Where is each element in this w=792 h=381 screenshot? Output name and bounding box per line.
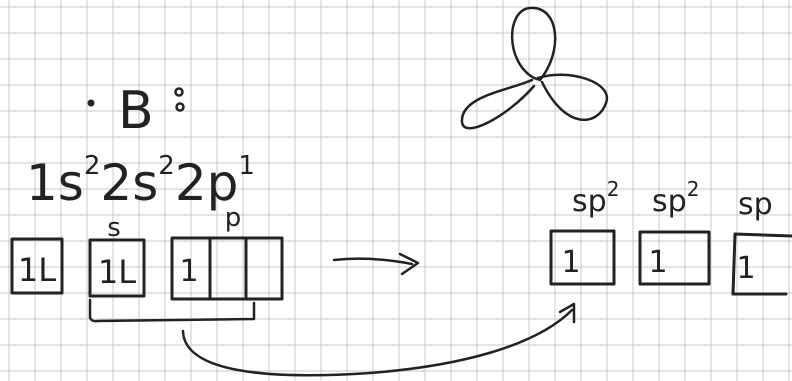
config-exponent-1s: 2 — [84, 151, 101, 181]
electron-configuration: 1s22s22p1 — [26, 151, 255, 212]
transform-arrow — [332, 252, 420, 276]
hybrid-orbital-2-superscript: 2 — [687, 177, 700, 201]
element-symbol: B — [118, 81, 154, 141]
trigonal-planar-lobes-icon — [460, 6, 609, 130]
svg-text:1s22s22p1: 1s22s22p1 — [26, 151, 255, 212]
hybrid-orbital-1-label: sp — [572, 184, 607, 219]
config-term-2p: 2p — [175, 154, 239, 212]
hybrid-orbital-3: sp 1 — [731, 187, 792, 296]
config-term-2s: 2s — [100, 154, 158, 212]
lewis-dot — [175, 102, 185, 112]
orbital-box-2s-electrons: 1L — [98, 253, 136, 291]
hybrid-orbital-1-electron: 1 — [561, 245, 580, 280]
orbital-box-2p-label: p — [225, 203, 242, 233]
orbital-box-2p: 1 — [170, 236, 284, 301]
config-term-1s: 1s — [26, 154, 84, 212]
hybrid-orbital-3-electron: 1 — [736, 251, 755, 286]
orbital-box-2p-cell-1: 1 — [179, 254, 198, 289]
hybrid-orbital-2: sp2 1 — [638, 177, 711, 286]
hybridization-curved-arrow — [181, 302, 576, 377]
orbital-box-1s-electrons: 1L — [18, 251, 56, 289]
orbital-box-1s: 1L — [10, 237, 64, 295]
orbital-box-2s-label: s — [107, 213, 121, 243]
config-exponent-2s: 2 — [158, 151, 175, 181]
orbital-box-2s: 1L — [88, 238, 146, 298]
lewis-dot — [174, 87, 184, 97]
config-exponent-2p: 1 — [238, 151, 255, 181]
hybrid-orbital-3-box — [731, 232, 792, 296]
svg-text:sp2: sp2 — [652, 177, 699, 219]
lewis-dot — [87, 99, 95, 107]
lewis-structure: B — [87, 81, 185, 141]
hybrid-orbital-1: sp2 1 — [549, 177, 619, 286]
hybrid-orbital-2-label: sp — [652, 184, 687, 219]
hybrid-orbital-boxes: sp2 1 sp2 1 sp 1 — [549, 177, 792, 296]
svg-text:sp2: sp2 — [572, 177, 619, 219]
svg-text:sp: sp — [738, 187, 773, 222]
hybrid-orbital-2-electron: 1 — [648, 245, 667, 280]
ground-state-orbital-boxes: 1L s 1L p 1 — [10, 203, 284, 323]
hybridization-bracket — [88, 298, 256, 323]
hybrid-orbital-3-label: sp — [738, 187, 773, 222]
hybrid-orbital-1-superscript: 2 — [607, 177, 620, 201]
